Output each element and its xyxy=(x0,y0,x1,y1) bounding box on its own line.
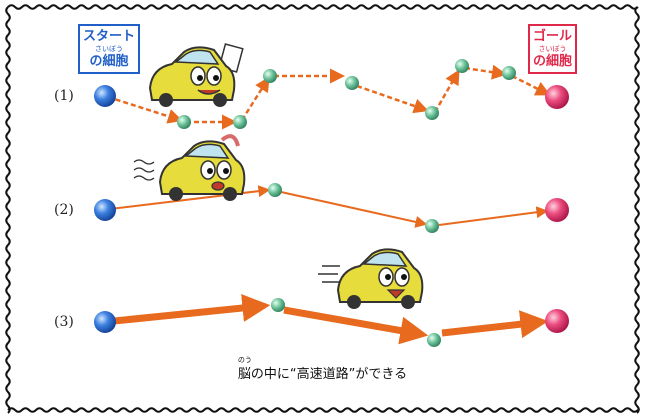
row1-goal-cell xyxy=(545,85,569,109)
wavy-border xyxy=(5,4,640,414)
row3-node xyxy=(427,333,441,347)
row3-start-cell xyxy=(94,311,116,333)
goal-cell-label: ゴール さいぼう の細胞 xyxy=(528,24,578,74)
caption-ruby: のう xyxy=(237,356,252,364)
row1-node xyxy=(177,115,191,129)
row2-node xyxy=(425,219,439,233)
row-label-2: (2) xyxy=(54,202,74,218)
goal-label-ruby: さいぼう xyxy=(538,45,567,53)
row1-node xyxy=(263,69,277,83)
start-cell-label: スタート さいぼう の細胞 xyxy=(78,24,141,74)
row3-path xyxy=(113,294,549,345)
start-label-ruby: さいぼう xyxy=(95,45,123,53)
row2-goal-cell xyxy=(545,198,569,222)
row1-node xyxy=(502,66,516,80)
start-label-line2: の細胞 xyxy=(89,54,129,69)
row2-node xyxy=(268,183,282,197)
row1-node xyxy=(233,115,247,129)
speeding-car-illustration xyxy=(133,134,246,201)
row-label-3: (3) xyxy=(54,314,74,330)
row3-goal-cell xyxy=(545,309,569,333)
row3-node xyxy=(271,298,285,312)
caption-text: 脳の中に“高速道路”ができる xyxy=(237,367,408,382)
row-label-1: (1) xyxy=(54,88,74,104)
goal-label-line1: ゴール xyxy=(533,29,573,44)
caption: のう 脳の中に“高速道路”ができる xyxy=(0,356,645,382)
goal-label-line2: の細胞 xyxy=(533,54,573,69)
row1-path xyxy=(107,64,551,130)
row1-node xyxy=(425,106,439,120)
row1-node xyxy=(345,76,359,90)
row2-start-cell xyxy=(94,199,116,221)
car-with-map-illustration xyxy=(148,43,244,107)
row1-node xyxy=(455,59,469,73)
row1-start-cell xyxy=(94,85,116,107)
fast-car-illustration xyxy=(318,248,424,309)
start-label-line1: スタート xyxy=(83,29,136,44)
